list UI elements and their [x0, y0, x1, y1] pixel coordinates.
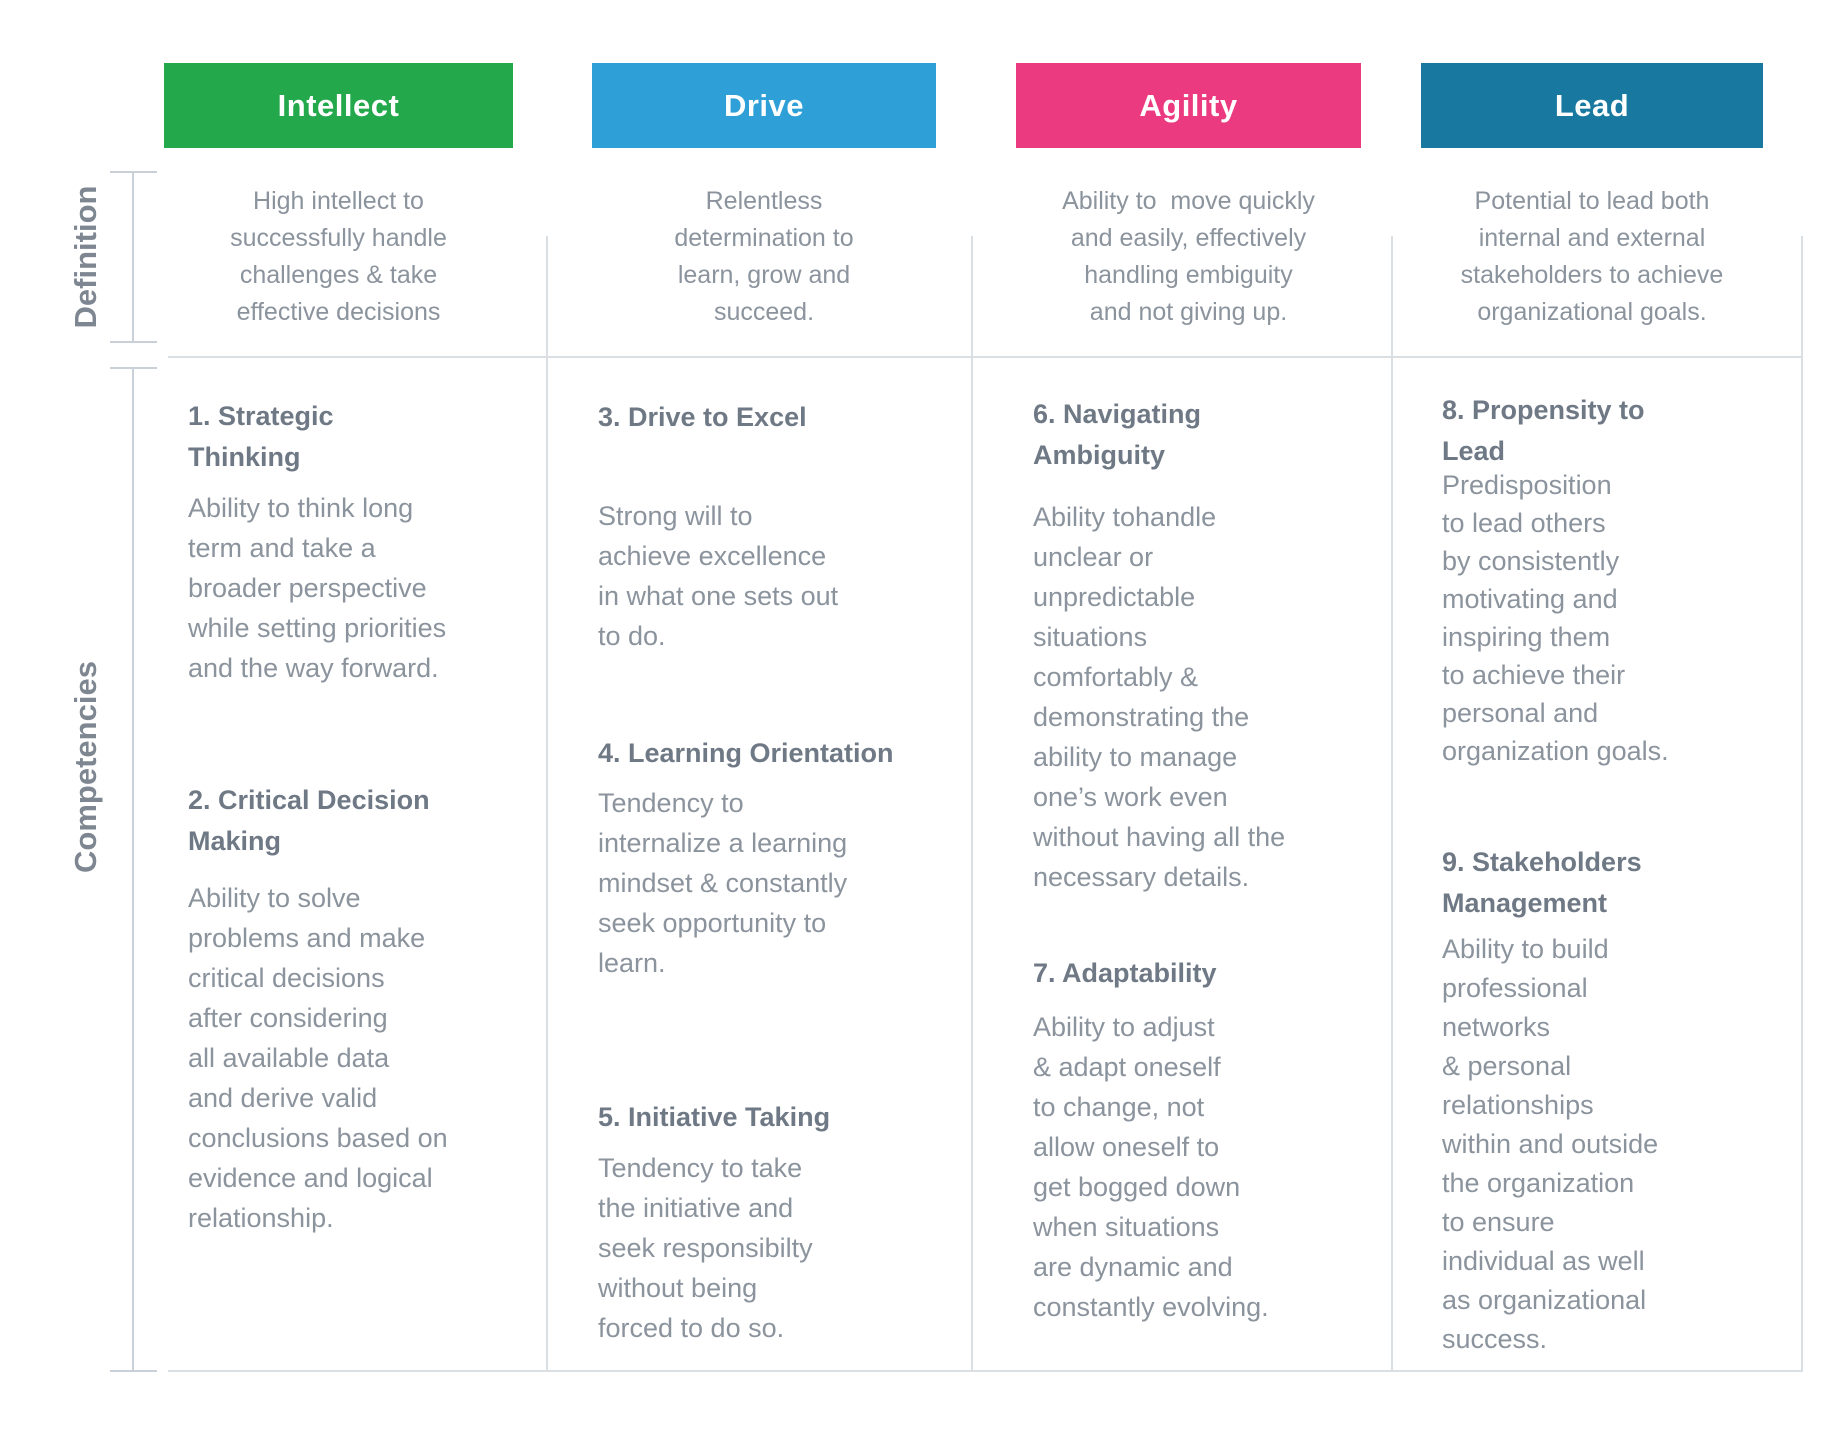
competency-heading-propensity-to-lead: 8. Propensity to Lead [1442, 395, 1645, 466]
competency-heading-drive-to-excel: 3. Drive to Excel [598, 402, 807, 432]
competencies-bracket-cap-bottom [110, 1370, 157, 1372]
right-border-line [1801, 236, 1803, 1372]
competency-heading-navigating-ambiguity: 6. Navigating Ambiguity [1033, 399, 1202, 470]
competency-body-propensity-to-lead: Predisposition to lead others by consist… [1442, 470, 1669, 766]
definition-bracket-cap-bottom [110, 341, 157, 343]
competencies-bracket-line [132, 368, 134, 1372]
header-bar-lead: Lead [1421, 63, 1763, 148]
competencies-row-label: Competencies [68, 661, 103, 873]
competency-heading-adaptability: 7. Adaptability [1033, 958, 1217, 988]
competency-body-learning-orientation: Tendency to internalize a learning minds… [598, 788, 848, 978]
competency-body-drive-to-excel: Strong will to achieve excellence in wha… [598, 501, 839, 651]
definition-lead: Potential to lead both internal and exte… [1460, 187, 1724, 326]
column-separator-1 [546, 236, 548, 1372]
definition-drive: Relentless determination to learn, grow … [674, 187, 854, 326]
header-bar-agility: Agility [1016, 63, 1361, 148]
competency-body-initiative-taking: Tendency to take the initiative and seek… [598, 1153, 813, 1343]
competency-heading-stakeholders-management: 9. Stakeholders Management [1442, 847, 1642, 918]
bottom-border-line [168, 1370, 1803, 1372]
competency-heading-critical-decision-making: 2. Critical Decision Making [188, 785, 430, 856]
competency-body-strategic-thinking: Ability to think long term and take a br… [188, 493, 447, 683]
header-bar-intellect: Intellect [164, 63, 513, 148]
definition-bracket-line [132, 172, 134, 342]
competency-body-navigating-ambiguity: Ability tohandle unclear or unpredictabl… [1033, 502, 1286, 892]
column-separator-2 [971, 236, 973, 1372]
definition-row-label: Definition [68, 185, 103, 329]
competency-heading-strategic-thinking: 1. Strategic Thinking [188, 401, 334, 472]
competency-body-adaptability: Ability to adjust & adapt oneself to cha… [1033, 1012, 1269, 1322]
column-separator-3 [1391, 236, 1393, 1372]
definition-intellect: High intellect to successfully handle ch… [230, 187, 447, 326]
competencies-bracket-cap-top [110, 367, 157, 369]
competency-heading-initiative-taking: 5. Initiative Taking [598, 1102, 831, 1132]
definition-agility: Ability to move quickly and easily, effe… [1062, 187, 1315, 326]
definition-bracket-cap-top [110, 171, 157, 173]
competency-body-stakeholders-management: Ability to build professional networks &… [1442, 934, 1659, 1354]
competency-heading-learning-orientation: 4. Learning Orientation [598, 738, 894, 768]
row-separator-line [168, 356, 1803, 358]
header-bar-drive: Drive [592, 63, 936, 148]
competency-body-critical-decision-making: Ability to solve problems and make criti… [188, 883, 448, 1233]
